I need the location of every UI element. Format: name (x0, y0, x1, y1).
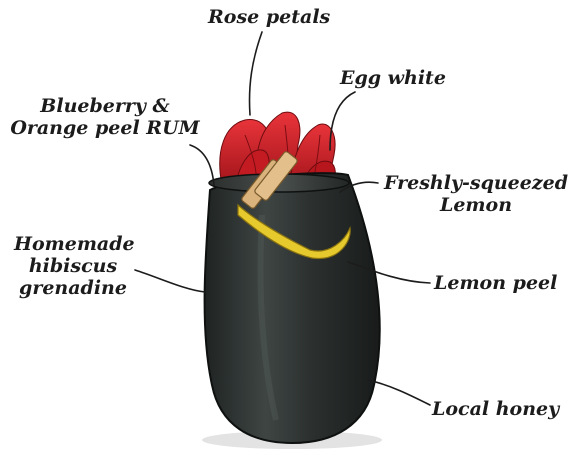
label-local-honey-text: Local honey (432, 398, 559, 420)
label-lemon-peel-text: Lemon peel (434, 272, 557, 294)
label-grenadine: Homemade hibiscus grenadine (14, 233, 132, 299)
label-rose-petals: Rose petals (208, 6, 330, 28)
label-rum: Blueberry & Orange peel RUM (5, 95, 205, 139)
label-lemon-peel: Lemon peel (434, 272, 557, 294)
line-local-honey (368, 380, 430, 405)
label-grenadine-line2: hibiscus (14, 255, 132, 277)
label-lemon: Freshly-squeezed Lemon (382, 172, 570, 216)
cocktail-glass-icon (205, 173, 380, 443)
label-rose-petals-text: Rose petals (208, 6, 330, 28)
label-egg-white-text: Egg white (340, 67, 446, 89)
label-rum-line2: Orange peel RUM (5, 117, 205, 139)
label-grenadine-line3: grenadine (14, 277, 132, 299)
label-grenadine-line1: Homemade (14, 233, 132, 255)
line-rum (190, 145, 214, 185)
label-lemon-line2: Lemon (382, 194, 570, 216)
label-rum-line1: Blueberry & (5, 95, 205, 117)
label-egg-white: Egg white (340, 67, 446, 89)
line-rose-petals (250, 32, 263, 115)
label-lemon-line1: Freshly-squeezed (382, 172, 570, 194)
line-grenadine (135, 270, 205, 292)
label-local-honey: Local honey (432, 398, 559, 420)
